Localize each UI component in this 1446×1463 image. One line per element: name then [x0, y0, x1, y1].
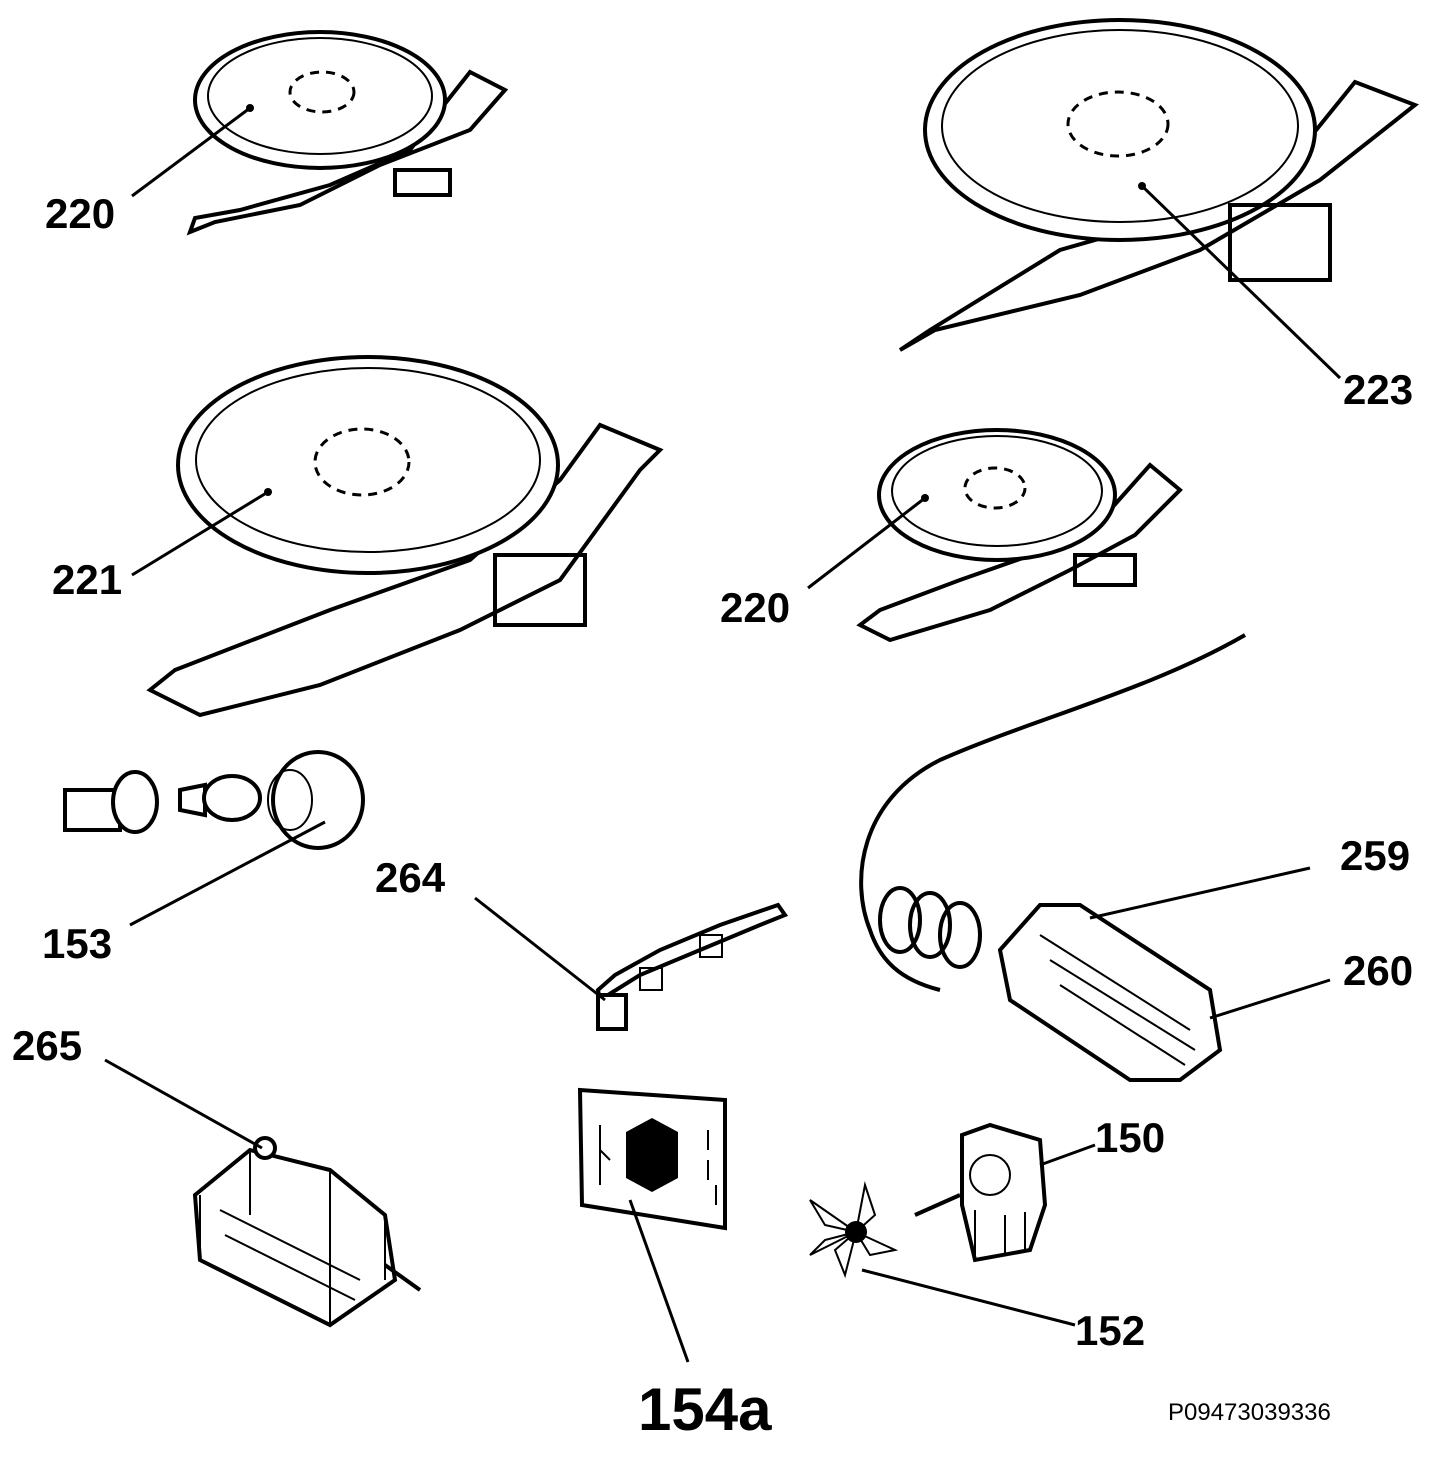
label-260: 260 — [1343, 947, 1413, 994]
document-code: P09473039336 — [1168, 1399, 1331, 1426]
label-220-top: 220 — [45, 190, 115, 237]
label-152: 152 — [1075, 1307, 1145, 1354]
label-265: 265 — [12, 1022, 82, 1069]
label-154a: 154a — [638, 1376, 772, 1443]
sticker-154a — [577, 1087, 727, 1231]
label-221: 221 — [52, 556, 122, 603]
hotplate-220-middle — [856, 428, 1183, 643]
leader-260 — [1209, 978, 1331, 1020]
lamp-assembly-153 — [63, 750, 365, 850]
leader-265 — [104, 1058, 263, 1150]
leader-220-top — [131, 106, 251, 198]
leader-223 — [1140, 184, 1342, 380]
leader-221 — [131, 490, 269, 577]
hotplate-221 — [146, 355, 664, 718]
leader-264 — [474, 896, 606, 1002]
leader-259 — [1089, 866, 1311, 920]
thermostat-259-260 — [859, 633, 1247, 1082]
switch-264 — [595, 902, 789, 1031]
leader-154a — [628, 1199, 690, 1363]
leader-220-middle — [807, 496, 926, 590]
leader-152 — [861, 1268, 1076, 1327]
hotplate-220-top — [186, 30, 509, 236]
leader-153 — [129, 820, 326, 927]
label-150: 150 — [1095, 1114, 1165, 1161]
label-259: 259 — [1340, 832, 1410, 879]
label-220-middle: 220 — [720, 584, 790, 631]
label-223: 223 — [1343, 366, 1413, 413]
selector-switch-265 — [192, 1136, 422, 1328]
leader-150 — [1039, 1143, 1096, 1167]
label-153: 153 — [42, 920, 112, 967]
label-264: 264 — [375, 854, 446, 901]
hotplate-223 — [898, 18, 1419, 352]
fan-motor-150 — [914, 1122, 1048, 1263]
fan-blade-152 — [809, 1181, 899, 1279]
